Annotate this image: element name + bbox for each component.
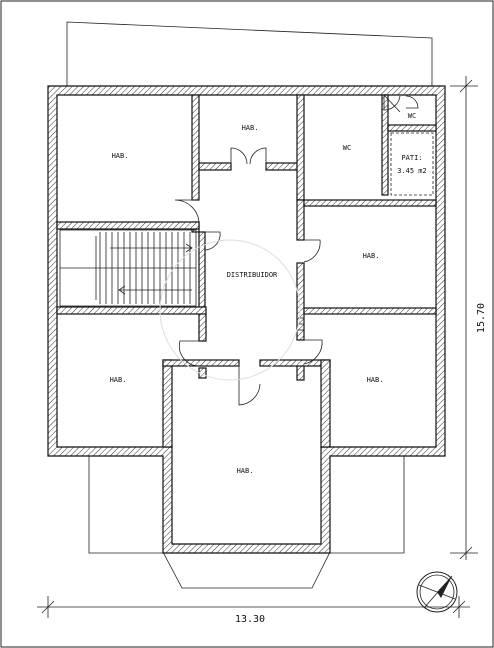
label-hab-top-middle: HAB. (242, 124, 259, 132)
roof-outlines (66, 21, 433, 589)
doors (174, 94, 419, 406)
label-patio-area: 3.45 m2 (397, 167, 427, 175)
label-hab-top-left: HAB. (112, 152, 129, 160)
height-dimension-label: 15.70 (476, 303, 487, 333)
dimension-height: 15.70 (450, 76, 487, 560)
dimension-width: 13.30 (37, 596, 470, 625)
label-patio-title: PATI: (401, 154, 422, 162)
outer-walls (47, 85, 446, 554)
label-hab-left-bottom: HAB. (110, 376, 127, 384)
room-labels: HAB. HAB. WC WC PATI: 3.45 m2 DISTRIBUID… (110, 112, 427, 475)
label-hab-right-bottom: HAB. (367, 376, 384, 384)
label-wc-main: WC (343, 144, 351, 152)
north-compass-icon (416, 571, 458, 613)
label-wc-small: WC (408, 112, 416, 120)
interior-walls (56, 94, 437, 448)
label-hab-bottom-center: HAB. (237, 467, 254, 475)
width-dimension-label: 13.30 (235, 614, 265, 625)
staircase (59, 229, 197, 307)
watermark-circle (159, 239, 301, 381)
patio-outline (390, 132, 434, 196)
label-distribuidor: DISTRIBUIDOR (227, 271, 278, 279)
label-hab-right-middle: HAB. (363, 252, 380, 260)
